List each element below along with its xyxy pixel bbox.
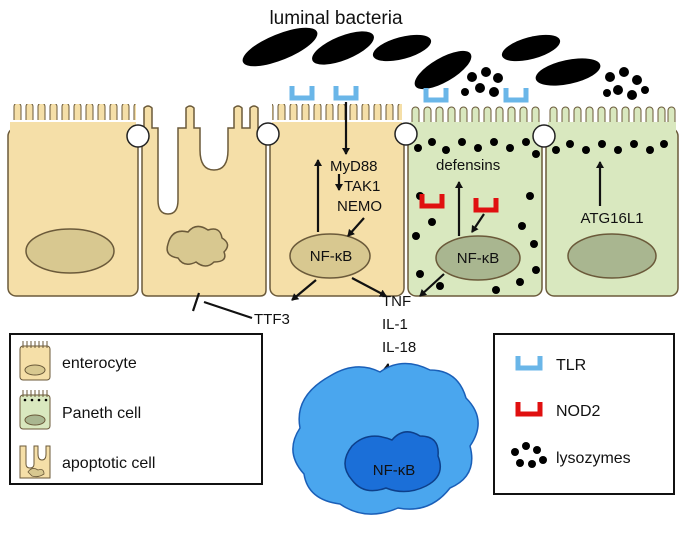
label-il1: IL-1 (382, 316, 408, 333)
lysozyme-cluster (461, 67, 649, 100)
right-legend: TLR NOD2 lysozymes (493, 333, 675, 495)
label-atg16l1: ATG16L1 (580, 210, 643, 227)
lysozyme-legend-icon (511, 442, 547, 468)
paneth-cell-atg16l1 (545, 106, 679, 297)
label-il18: IL-18 (382, 339, 416, 356)
bacteria-group (242, 27, 601, 90)
tlr-icon (503, 88, 529, 103)
label-ttf3: TTF3 (254, 311, 290, 328)
legend-paneth-cell: Paneth cell (62, 405, 141, 422)
left-legend: enterocyte Paneth cell apoptotic cell (9, 333, 263, 485)
tlr-icon (289, 86, 315, 101)
enterocyte-cell (7, 104, 139, 297)
bacterium (535, 58, 601, 86)
label-myd88: MyD88 (330, 158, 378, 175)
arrow-nfkb-to-ttf3 (291, 279, 317, 301)
title-luminal-bacteria: luminal bacteria (269, 8, 402, 29)
inhibition-ttf3 (191, 292, 253, 320)
label-nfkb-paneth: NF-κB (457, 250, 500, 267)
tlr-legend-icon (515, 356, 543, 371)
enterocyte-signaling-cell (269, 104, 405, 297)
bacterium (372, 34, 432, 62)
legend-lysozymes: lysozymes (556, 450, 631, 467)
arrow-nod2-to-paneth-nfkb (471, 213, 485, 233)
legend-apoptotic-cell: apoptotic cell (62, 455, 155, 472)
nucleus (435, 235, 521, 281)
arrows (291, 102, 604, 447)
legend-nod2: NOD2 (556, 403, 601, 420)
tlr-receptors (289, 86, 529, 103)
bacterium (414, 50, 472, 90)
immune-cell (292, 362, 479, 515)
tlr-icon (333, 86, 359, 101)
legend-enterocyte: enterocyte (62, 355, 137, 372)
label-nemo: NEMO (337, 198, 382, 215)
legend-tlr: TLR (556, 357, 586, 374)
arrow-nemo-to-nfkb (347, 217, 365, 237)
tlr-icon (423, 88, 449, 103)
nod2-icon (419, 194, 445, 209)
arrow-nfkb-to-tnf (351, 277, 387, 297)
enterocyte-legend-icon (19, 341, 51, 381)
nucleus (289, 233, 371, 279)
paneth-legend-icon (19, 390, 51, 430)
label-nfkb-immune: NF-κB (373, 462, 416, 479)
nucleus (567, 233, 657, 279)
nod2-legend-icon (515, 402, 543, 417)
apoptotic-legend-icon (19, 445, 51, 479)
bacterium (501, 34, 561, 62)
immune-nucleus (344, 431, 441, 493)
bacterium (242, 27, 318, 67)
label-tnf: TNF (382, 293, 411, 310)
tight-junctions (126, 122, 556, 148)
nucleus (25, 228, 115, 274)
apoptotic-cell (141, 105, 267, 297)
arrow-paneth-nfkb-to-tnf (419, 273, 445, 297)
fragmented-nucleus (166, 225, 229, 267)
bacterium (312, 31, 374, 65)
label-defensins: defensins (436, 157, 500, 174)
label-nfkb-enterocyte: NF-κB (310, 248, 353, 265)
label-tak1: TAK1 (344, 178, 380, 195)
nod2-icon (473, 198, 499, 213)
granules (552, 140, 668, 154)
granules (412, 138, 540, 294)
